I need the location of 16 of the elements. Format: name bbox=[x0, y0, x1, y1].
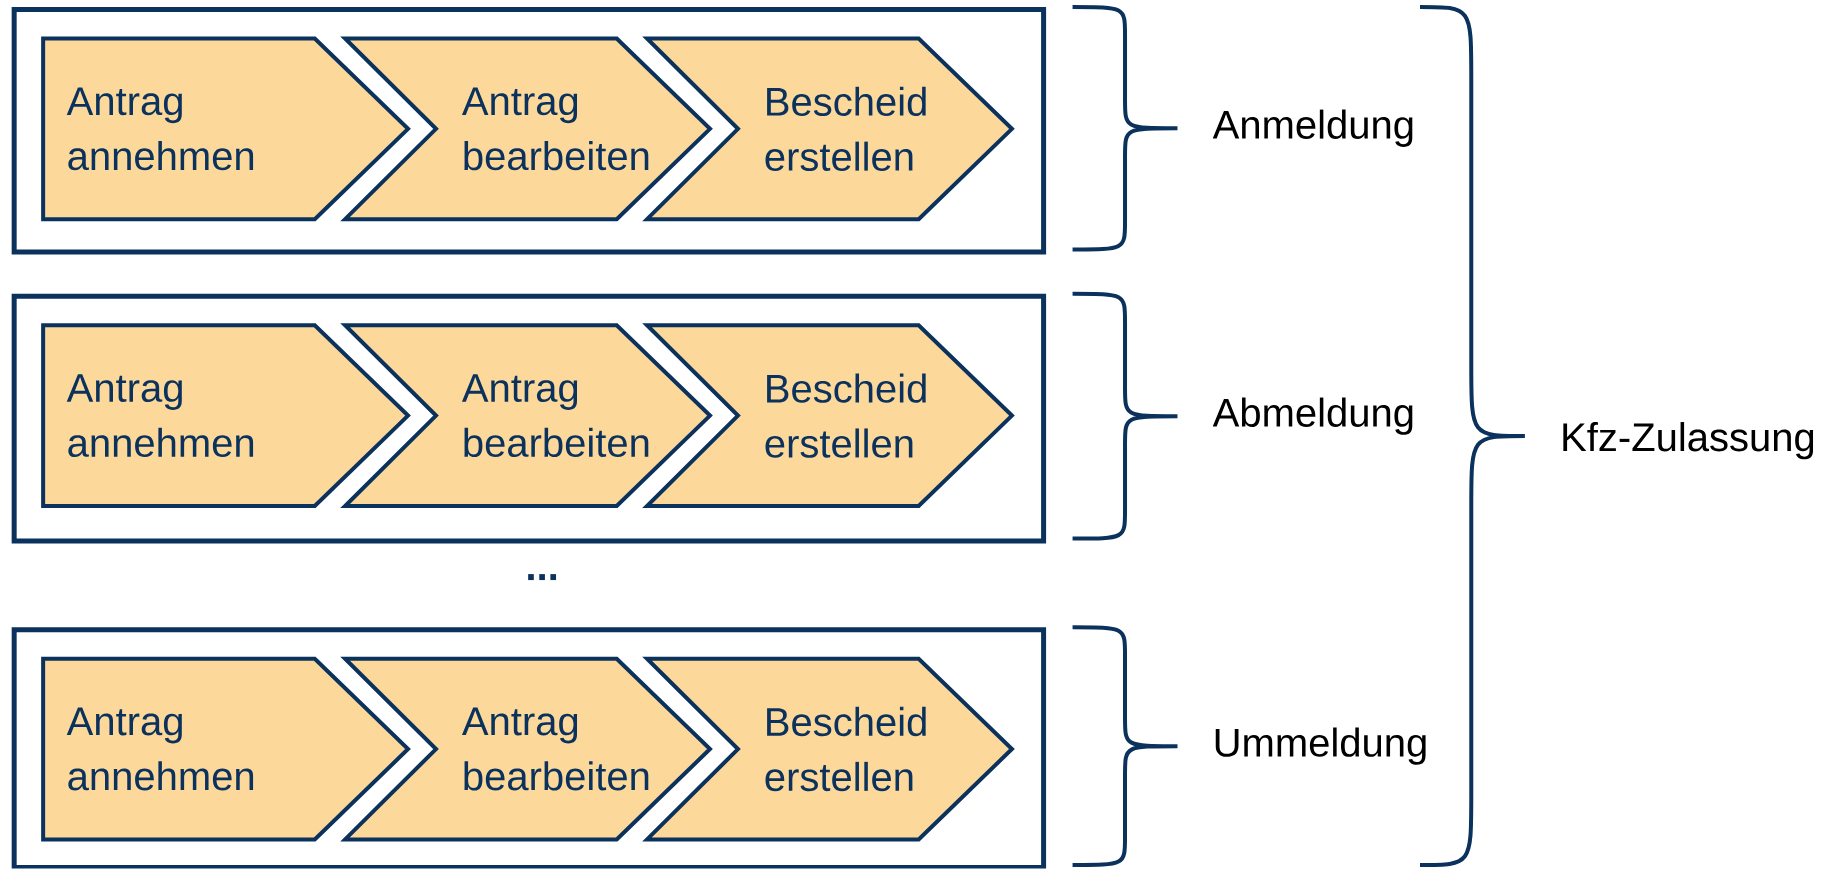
node-label: Antrag annehmen bbox=[66, 707, 254, 791]
node-label: Bescheid erstellen bbox=[765, 707, 926, 792]
process-row-box bbox=[11, 627, 1047, 869]
process-row-box bbox=[11, 7, 1047, 255]
chevron-step: Antrag bearbeiten bbox=[340, 323, 713, 509]
ellipsis: ... bbox=[528, 574, 557, 581]
brace-label: Abmeldung bbox=[1212, 397, 1413, 436]
chevron-step: Antrag annehmen bbox=[41, 656, 411, 842]
process-row-box bbox=[11, 294, 1047, 544]
chevron-step: Antrag annehmen bbox=[41, 323, 411, 509]
chevron-step: Antrag annehmen bbox=[41, 36, 411, 222]
brace-label: Kfz-Zulassung bbox=[1563, 422, 1814, 460]
chevron-step: Antrag bearbeiten bbox=[340, 656, 713, 842]
chevron-step: Antrag bearbeiten bbox=[340, 36, 713, 222]
brace-label: Ummeldung bbox=[1215, 727, 1426, 765]
brace-label: Anmeldung bbox=[1212, 109, 1413, 148]
